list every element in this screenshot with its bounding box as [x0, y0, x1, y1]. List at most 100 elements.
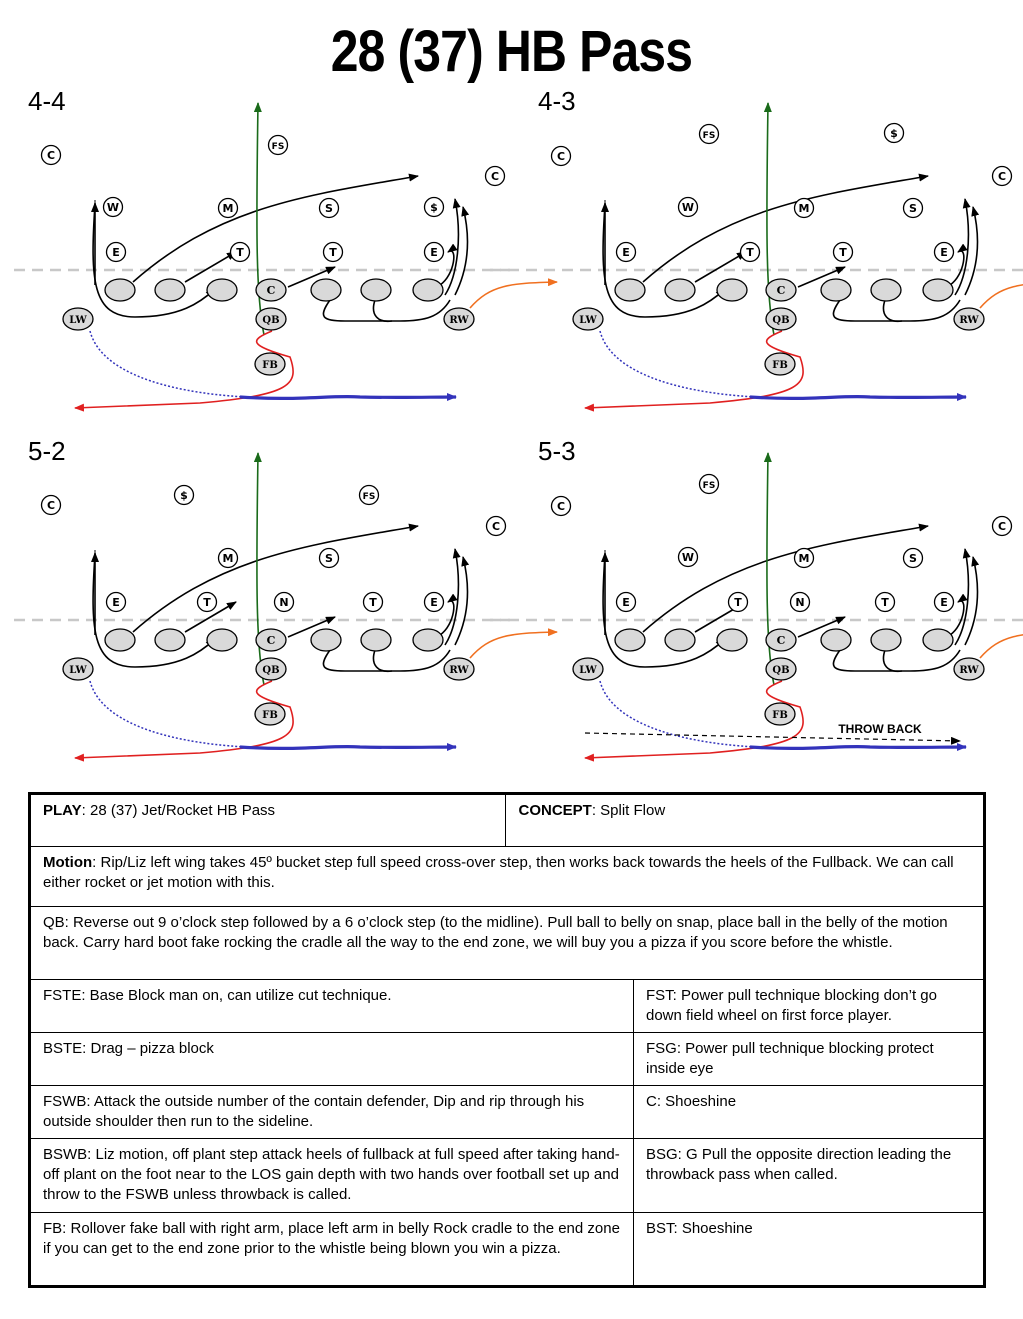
- guard-block: [184, 251, 237, 283]
- guard-block: [184, 601, 237, 633]
- defender-label: T: [236, 246, 244, 259]
- motion-route-dotted: [599, 680, 756, 748]
- defender-label: $: [430, 201, 438, 214]
- drag-route: [132, 173, 419, 283]
- wing-release-route: [979, 633, 1023, 659]
- tackle-pull: [882, 649, 903, 673]
- offense-player: [310, 278, 342, 302]
- table-row: FB: Rollover fake ball with right arm, p…: [29, 1212, 986, 1287]
- defender-marker: [739, 241, 761, 263]
- offense-player: [765, 278, 797, 302]
- defender-label: W: [107, 201, 119, 214]
- defender-marker: [105, 591, 127, 613]
- offense-player: [572, 657, 604, 681]
- wing-release-route: [469, 628, 558, 659]
- defender-label: C: [492, 520, 500, 533]
- offense-player: [254, 352, 286, 376]
- defender-marker: [362, 591, 384, 613]
- offense-player: [154, 278, 186, 302]
- defender-label: S: [325, 552, 333, 565]
- tackle-pull: [882, 299, 903, 323]
- offense-player: [255, 628, 287, 652]
- assignment-left: BSWB: Liz motion, off plant step attack …: [29, 1138, 634, 1213]
- concept-cell: CONCEPT: Split Flow: [505, 793, 985, 847]
- fb-route: [253, 452, 265, 686]
- defender-label: T: [203, 596, 211, 609]
- defender-label: W: [682, 201, 694, 214]
- defender-label: FS: [272, 142, 285, 152]
- offense-label: FB: [772, 360, 788, 371]
- guard-pull: [322, 299, 451, 322]
- defender-label: FS: [703, 131, 716, 141]
- play-text: : 28 (37) Jet/Rocket HB Pass: [81, 802, 276, 819]
- defender-marker: [173, 484, 195, 506]
- offense-label: FB: [262, 360, 278, 371]
- wing-route-2: [964, 206, 980, 296]
- tackle-pull: [372, 299, 393, 323]
- guard-block: [694, 251, 747, 283]
- motion-route: [239, 393, 457, 402]
- table-row: BSWB: Liz motion, off plant step attack …: [29, 1138, 986, 1213]
- offense-player: [360, 278, 392, 302]
- defender-marker: [550, 495, 572, 517]
- wing-route-1: [444, 198, 461, 296]
- offense-player: [443, 307, 475, 331]
- defender-marker: [484, 165, 506, 187]
- offense-player: [62, 307, 94, 331]
- defender-marker: [318, 197, 340, 219]
- offense-label: C: [267, 284, 276, 297]
- offense-player: [664, 278, 696, 302]
- offense-label: FB: [262, 710, 278, 721]
- offense-player: [764, 352, 796, 376]
- center-block: [797, 616, 846, 638]
- defender-marker: [196, 591, 218, 613]
- assignment-left: FSWB: Attack the outside number of the c…: [29, 1085, 634, 1139]
- defender-marker: [902, 547, 924, 569]
- assignment-right: BSG: G Pull the opposite direction leadi…: [632, 1138, 986, 1213]
- defender-marker: [832, 241, 854, 263]
- defender-marker: [677, 546, 699, 568]
- offense-label: LW: [579, 665, 597, 676]
- table-row: FSWB: Attack the outside number of the c…: [29, 1085, 986, 1139]
- defender-marker: [615, 591, 637, 613]
- offense-label: LW: [69, 315, 87, 326]
- defender-label: M: [799, 552, 810, 565]
- offense-label: FB: [772, 710, 788, 721]
- defender-label: C: [998, 170, 1006, 183]
- offense-player: [614, 628, 646, 652]
- defender-marker: [883, 122, 905, 144]
- defender-marker: [217, 547, 239, 569]
- defender-marker: [677, 196, 699, 218]
- defender-marker: [793, 197, 815, 219]
- defender-marker: [727, 591, 749, 613]
- defender-label: C: [557, 500, 565, 513]
- defender-marker: [273, 591, 295, 613]
- offense-label: QB: [772, 315, 789, 326]
- offense-player: [412, 628, 444, 652]
- wing-route-2: [454, 206, 470, 296]
- defender-label: C: [998, 520, 1006, 533]
- center-block: [287, 266, 336, 288]
- concept-text: : Split Flow: [591, 802, 666, 819]
- offense-player: [765, 628, 797, 652]
- motion-route-dotted: [89, 680, 246, 748]
- offense-player: [206, 628, 238, 652]
- defender-label: $: [890, 127, 898, 140]
- defender-label: E: [940, 246, 948, 259]
- assignment-left: FSTE: Base Block man on, can utilize cut…: [29, 979, 634, 1033]
- offense-player: [953, 307, 985, 331]
- defender-marker: [423, 241, 445, 263]
- defender-label: S: [325, 202, 333, 215]
- offense-player: [664, 628, 696, 652]
- offense-player: [255, 657, 287, 681]
- formation-label-5-2: 5-2: [28, 436, 66, 466]
- defender-label: N: [795, 596, 804, 609]
- offense-player: [716, 278, 748, 302]
- drag-route: [642, 173, 929, 283]
- offense-player: [255, 278, 287, 302]
- defender-label: T: [734, 596, 742, 609]
- motion-text: : Rip/Liz left wing takes 45º bucket ste…: [43, 854, 954, 891]
- play-row: PLAY: 28 (37) Jet/Rocket HB Pass CONCEPT…: [28, 793, 985, 847]
- defender-marker: [933, 241, 955, 263]
